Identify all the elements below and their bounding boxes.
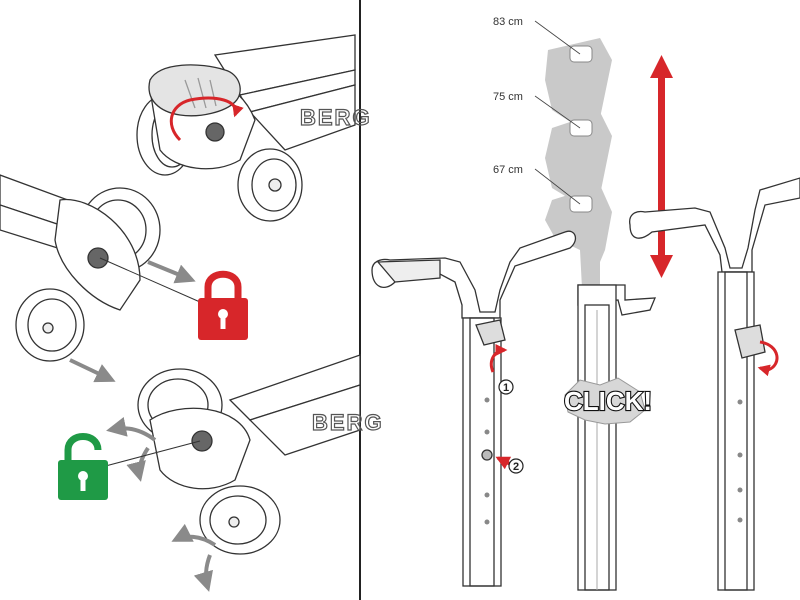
handlebar-left	[371, 230, 577, 587]
hand-silhouette	[148, 64, 241, 117]
rotate-arrow-red-top	[169, 96, 235, 142]
release-knob-top	[205, 122, 225, 142]
lever-arrow-red	[489, 344, 508, 373]
lock-lever-arrow-red	[757, 340, 779, 377]
ghost-handle-75	[545, 112, 612, 202]
click-burst: CLICK!	[563, 377, 653, 425]
click-label: CLICK!	[564, 386, 652, 416]
scooter-bottom-view: BERG	[137, 354, 384, 555]
push-arrow-gray-1	[147, 260, 196, 284]
ghost-handle-83	[545, 38, 612, 125]
step-marker-1: 1	[498, 379, 514, 395]
scooter-top-view: BERG	[136, 34, 372, 222]
swing-arrow-gray-3	[171, 523, 217, 547]
release-knob-middle	[87, 247, 109, 269]
ghost-handles	[545, 38, 612, 288]
ghost-handle-67	[545, 185, 612, 288]
callout-line-locked	[99, 257, 201, 303]
stem-middle	[577, 284, 657, 591]
handlebar-right	[629, 177, 800, 591]
push-arrow-gray-2	[69, 358, 116, 383]
padlock-open-icon	[58, 433, 108, 500]
callout-line-unlocked	[97, 440, 201, 469]
height-label-75: 75 cm	[493, 91, 523, 103]
height-label-67: 67 cm	[493, 164, 523, 176]
svg-text:2: 2	[513, 461, 519, 473]
swing-arrow-gray-2	[126, 446, 150, 482]
swing-arrow-gray-1	[106, 417, 157, 442]
scooter-middle-view	[0, 174, 161, 362]
stem-left	[462, 317, 502, 587]
deck-brand-bottom: BERG	[312, 410, 384, 435]
height-label-83: 83 cm	[493, 16, 523, 28]
release-knob-bottom	[191, 430, 213, 452]
padlock-closed-icon	[198, 270, 248, 340]
adjust-height-arrow	[650, 55, 673, 278]
release-pin-left	[481, 449, 493, 461]
swing-arrow-gray-4	[193, 554, 213, 592]
step-marker-2: 2	[508, 458, 524, 474]
left-panel: BERG	[0, 34, 384, 592]
stem-right	[717, 271, 755, 591]
svg-text:1: 1	[503, 382, 509, 394]
deck-brand-top: BERG	[300, 105, 372, 130]
right-panel: 83 cm 75 cm 67 cm 1	[371, 16, 800, 591]
